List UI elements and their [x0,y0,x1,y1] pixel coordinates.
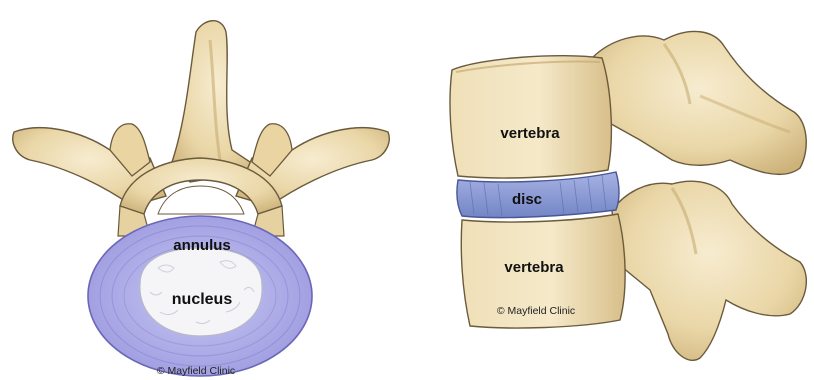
disc-label: disc [512,191,542,208]
side-view-credit: © Mayfield Clinic [497,305,575,317]
lower-vertebra-label: vertebra [504,259,564,276]
top-view-credit: © Mayfield Clinic [157,365,235,377]
upper-vertebral-body [450,56,611,178]
nucleus-label: nucleus [172,291,233,308]
annulus-label: annulus [173,237,231,254]
spinous-process [172,21,262,182]
side-view-spine: vertebra disc vertebra © Mayfield Clinic [450,31,806,360]
upper-posterior-elements [592,31,806,174]
lower-posterior-elements [612,181,806,360]
top-view-vertebra: annulus nucleus © Mayfield Clinic [13,21,389,377]
upper-vertebra-label: vertebra [500,125,560,142]
spinal-canal [158,186,244,214]
